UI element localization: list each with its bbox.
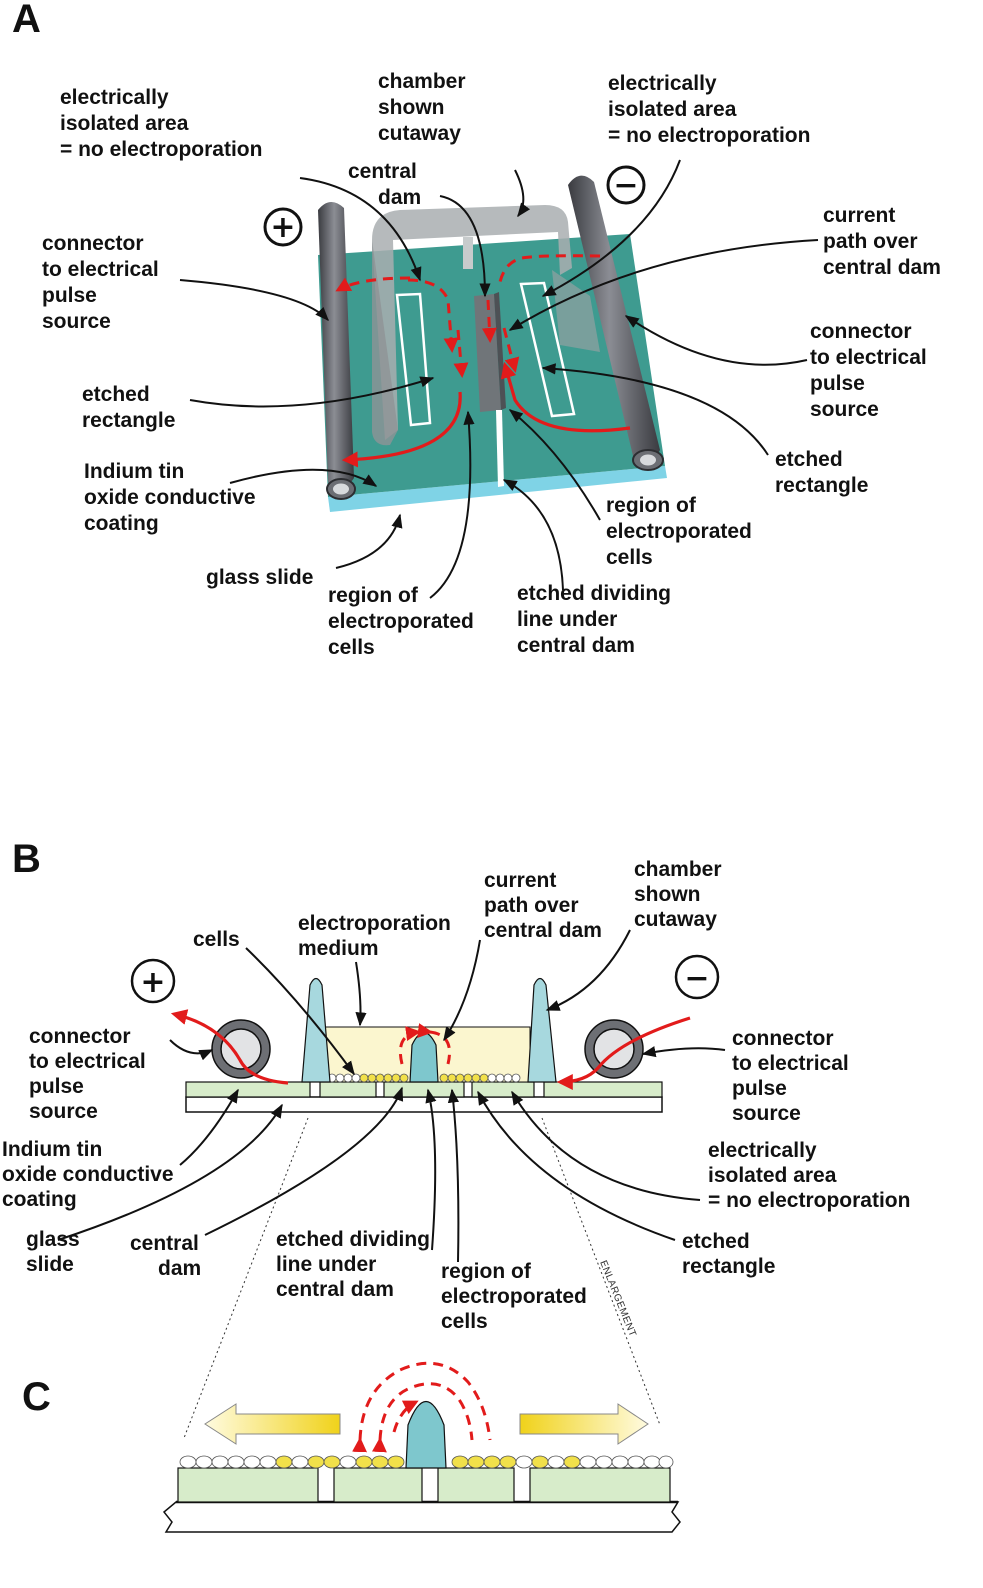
- central-dam-c: [405, 1401, 447, 1469]
- panel-c-label: C: [22, 1375, 51, 1419]
- label-central-dam: central dam: [348, 160, 423, 209]
- central-dam-b: [409, 1031, 439, 1083]
- label-etched-right: etched rectangle: [775, 448, 868, 497]
- negative-terminal-icon: −: [606, 165, 646, 205]
- svg-text:+: +: [140, 965, 165, 1000]
- label-b-glass: glass slide: [26, 1228, 86, 1276]
- chamber-wall-left: [301, 977, 331, 1083]
- negative-terminal-icon-b: −: [674, 954, 720, 1000]
- label-b-central-dam: central dam: [130, 1232, 205, 1280]
- dividing-line: [496, 410, 504, 487]
- central-dam: [474, 294, 501, 412]
- label-current-path: current path over central dam: [823, 204, 941, 279]
- svg-text:−: −: [613, 168, 638, 203]
- svg-text:+: +: [270, 210, 295, 245]
- label-etched-left: etched rectangle: [82, 383, 175, 432]
- glass-slide-c: [162, 1501, 681, 1533]
- glass-slide-b: [185, 1096, 663, 1113]
- glass-slide: [328, 466, 667, 512]
- enlargement-label: ENLARGEMENT: [597, 1259, 638, 1339]
- connector-right-b: [584, 1019, 644, 1079]
- label-dividing-line: etched dividing line under central dam: [517, 582, 677, 657]
- label-b-isolated: electrically isolated area = no electrop…: [708, 1139, 910, 1212]
- positive-terminal-icon-b: +: [130, 958, 176, 1004]
- label-b-etched: etched rectangle: [682, 1230, 775, 1278]
- label-b-connector-right: connector to electrical pulse source: [732, 1027, 855, 1125]
- ito-segments: [185, 1081, 663, 1098]
- connector-left-b: [211, 1019, 271, 1079]
- svg-text:−: −: [684, 961, 709, 996]
- panel-a-illustration: + −: [263, 165, 667, 512]
- label-isolated-left: electrically isolated area = no electrop…: [60, 86, 262, 161]
- label-connector-left: connector to electrical pulse source: [42, 232, 165, 333]
- panel-a-label: A: [12, 0, 41, 41]
- label-region-center: region of electroporated cells: [328, 584, 480, 659]
- connector-rod-right: [568, 175, 664, 471]
- label-b-connector-left: connector to electrical pulse source: [29, 1025, 152, 1123]
- ito-segments-c: [177, 1467, 671, 1503]
- label-b-region: region of electroporated cells: [441, 1260, 593, 1333]
- panel-b-illustration: + − ENLARGEMENT: [130, 954, 720, 1439]
- label-glass-slide: glass slide: [206, 566, 313, 589]
- label-b-medium: electroporation medium: [298, 912, 457, 960]
- label-b-cells: cells: [193, 928, 240, 951]
- connector-rod-left: [318, 201, 356, 500]
- label-chamber: chamber shown cutaway: [378, 70, 471, 145]
- current-path-b: [170, 1009, 691, 1090]
- panel-c-illustration: [162, 1361, 681, 1533]
- label-b-chamber: chamber shown cutaway: [634, 858, 727, 931]
- etched-rectangle-left: [395, 292, 432, 427]
- positive-terminal-icon: +: [263, 207, 303, 247]
- panel-b-leaders: [57, 929, 726, 1263]
- left-arrow-icon: [204, 1403, 341, 1445]
- label-b-ito: Indium tin oxide conductive coating: [2, 1138, 179, 1211]
- current-path-c: [352, 1361, 492, 1453]
- label-region-right: region of electroporated cells: [606, 494, 758, 569]
- panel-b-labels: cells electroporation medium current pat…: [2, 858, 910, 1333]
- cells-c: [179, 1455, 674, 1469]
- panel-a-leaders: [179, 159, 819, 599]
- label-b-current-path: current path over central dam: [484, 869, 602, 942]
- label-isolated-right: electrically isolated area = no electrop…: [608, 72, 810, 147]
- label-b-dividing: etched dividing line under central dam: [276, 1228, 436, 1301]
- panel-b-label: B: [12, 837, 41, 881]
- right-arrow-icon: [519, 1403, 649, 1445]
- label-connector-right: connector to electrical pulse source: [810, 320, 933, 421]
- chamber-wall-right: [527, 977, 557, 1083]
- label-ito: Indium tin oxide conductive coating: [84, 460, 261, 535]
- panel-a-labels: chamber shown cutaway electrically isola…: [42, 70, 941, 659]
